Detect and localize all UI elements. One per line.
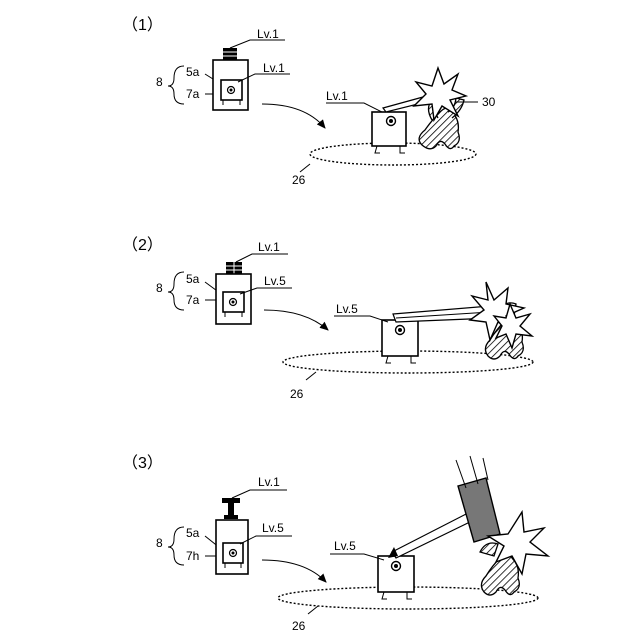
bracket-label: 8 (156, 75, 163, 89)
transfer-arrow (264, 310, 328, 330)
card-level-label: Lv.5 (262, 521, 284, 535)
upper-ref-label: 5a (186, 526, 200, 540)
hammer-handle (392, 512, 474, 558)
device-chip (223, 48, 237, 60)
hammer-head (458, 478, 500, 542)
lower-ref-label: 7a (186, 87, 200, 101)
card-level-label: Lv.5 (264, 274, 286, 288)
character-level-label: Lv.5 (336, 302, 358, 316)
bracket (168, 66, 184, 104)
lower-ref-label: 7a (186, 293, 200, 307)
upper-ref-label: 5a (186, 272, 200, 286)
panel-number: （2） (122, 236, 163, 254)
character-level-label: Lv.1 (326, 89, 348, 103)
field-ref-label: 26 (290, 387, 304, 401)
device-level-label: Lv.1 (257, 27, 279, 41)
panel-number: （3） (122, 454, 163, 472)
panel-1: （1） 8 5a 7a Lv.1 Lv.1 26 L (122, 16, 496, 187)
field-ref-label: 26 (292, 619, 306, 633)
bracket (168, 527, 184, 565)
panel-3: （3） 8 5a 7h Lv.1 Lv.5 26 Lv.5 (122, 454, 548, 633)
device-chip (222, 498, 240, 503)
transfer-arrow (262, 560, 326, 582)
upper-ref-label: 5a (186, 65, 200, 79)
transfer-arrow (262, 104, 325, 128)
panel-2: （2） 8 5a 7a Lv.1 Lv.5 26 Lv.5 (122, 236, 533, 401)
lower-ref-label: 7h (186, 549, 199, 563)
enemy-ref-label: 30 (482, 95, 496, 109)
card-level-label: Lv.1 (263, 61, 285, 75)
panel-number: （1） (122, 16, 163, 34)
device-level-label: Lv.1 (258, 240, 280, 254)
bracket (168, 272, 184, 310)
device-level-label: Lv.1 (258, 475, 280, 489)
field-ref-label: 26 (292, 173, 306, 187)
bracket-label: 8 (156, 536, 163, 550)
character-level-label: Lv.5 (334, 539, 356, 553)
bracket-label: 8 (156, 281, 163, 295)
